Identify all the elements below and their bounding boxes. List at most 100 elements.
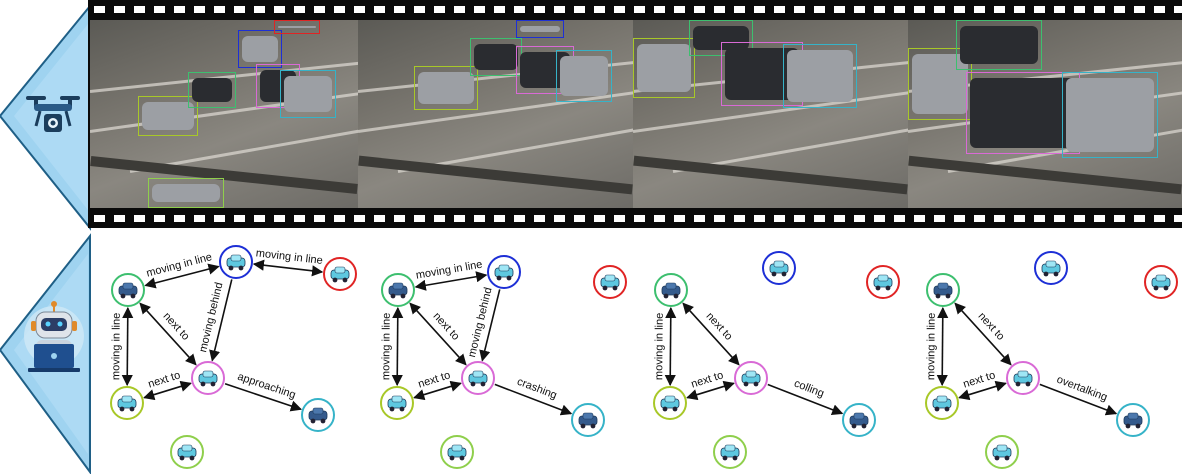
car-wheel [129, 406, 135, 412]
relation-arrow [391, 306, 404, 387]
vehicle-node-cyan [301, 398, 335, 432]
film-perforation [934, 215, 945, 222]
car-icon [330, 266, 350, 283]
film-perforation [594, 215, 605, 222]
car-cabin [1017, 370, 1029, 378]
car-cabin [664, 395, 676, 403]
film-perforation [454, 6, 465, 13]
bounding-box [1062, 72, 1158, 158]
car-wheel [875, 285, 881, 291]
car-icon [600, 274, 620, 291]
film-perforation [914, 215, 925, 222]
car-wheel [1043, 271, 1049, 277]
film-perforation [774, 215, 785, 222]
car-wheel [120, 293, 126, 299]
vehicle [152, 184, 220, 202]
film-perforation [794, 6, 805, 13]
vehicle-node-magenta [1006, 361, 1040, 395]
relation-label: moving in line [653, 313, 666, 380]
car-cabin [230, 254, 242, 262]
vehicle [284, 76, 332, 112]
film-perforation [1094, 6, 1105, 13]
vehicle-node-lightgreen [440, 435, 474, 469]
video-frame [908, 20, 1182, 208]
vehicle [1066, 78, 1154, 152]
film-perforation [134, 215, 145, 222]
car-icon [118, 282, 138, 299]
vehicle [242, 36, 278, 62]
car-wheel [1004, 455, 1010, 461]
car-cabin [724, 444, 736, 452]
relation-arrow [143, 380, 192, 401]
car-cabin [877, 274, 889, 282]
car-wheel [1153, 285, 1159, 291]
car-icon [308, 407, 328, 424]
film-perforation [514, 6, 525, 13]
car-wheel [612, 285, 618, 291]
relation-label: moving in line [255, 247, 323, 267]
film-perforation [214, 6, 225, 13]
film-perforation [394, 6, 405, 13]
vehicle-node-red [1144, 265, 1178, 299]
vehicle-node-red [323, 257, 357, 291]
car-icon [720, 444, 740, 461]
film-perforation [1134, 6, 1145, 13]
vehicle [560, 56, 608, 96]
relation-label: next to [704, 310, 735, 343]
vehicle-node-cyan [842, 403, 876, 437]
bounding-box [280, 70, 336, 118]
car-cabin [604, 274, 616, 282]
car-icon [468, 370, 488, 387]
film-perforation [894, 215, 905, 222]
film-perforation [1034, 6, 1045, 13]
relation-label: overtalking [1055, 374, 1109, 404]
video-frame [633, 20, 908, 208]
car-cabin [745, 370, 757, 378]
film-perforation [734, 6, 745, 13]
car-cabin [391, 395, 403, 403]
car-wheel [743, 381, 749, 387]
vehicle [787, 50, 853, 102]
vehicle-node-blue [487, 255, 521, 289]
car-cabin [996, 444, 1008, 452]
car-wheel [389, 406, 395, 412]
car-icon [769, 260, 789, 277]
film-perforation [94, 215, 105, 222]
film-perforation [214, 215, 225, 222]
film-perforation [954, 6, 965, 13]
film-perforation [334, 6, 345, 13]
vehicle-node-blue [1034, 251, 1068, 285]
relation-label: moving behind [197, 281, 225, 353]
relation-arrow [954, 302, 1012, 366]
film-perforation [854, 215, 865, 222]
vehicle-node-yellowgreen [925, 386, 959, 420]
car-cabin [181, 444, 193, 452]
vehicle-node-lightgreen [985, 435, 1019, 469]
film-perforation [854, 6, 865, 13]
car-wheel [228, 265, 234, 271]
vehicle-node-green [926, 273, 960, 307]
film-perforation [254, 6, 265, 13]
vehicle-node-yellowgreen [653, 386, 687, 420]
car-wheel [994, 455, 1000, 461]
car-cabin [853, 412, 865, 420]
car-cabin [312, 407, 324, 415]
film-perforation [1174, 6, 1182, 13]
film-perforation [1154, 6, 1165, 13]
robot-laptop-icon [24, 301, 84, 372]
car-icon [1123, 412, 1143, 429]
film-perforation [834, 6, 845, 13]
film-perforation [1054, 215, 1065, 222]
car-icon [388, 282, 408, 299]
vehicle [474, 44, 518, 70]
film-perforation [614, 6, 625, 13]
bounding-box [556, 50, 612, 102]
film-perforation [414, 6, 425, 13]
film-perforation [834, 215, 845, 222]
car-wheel [861, 423, 867, 429]
car-wheel [496, 275, 502, 281]
bounding-box [956, 20, 1042, 70]
film-perforation [554, 215, 565, 222]
